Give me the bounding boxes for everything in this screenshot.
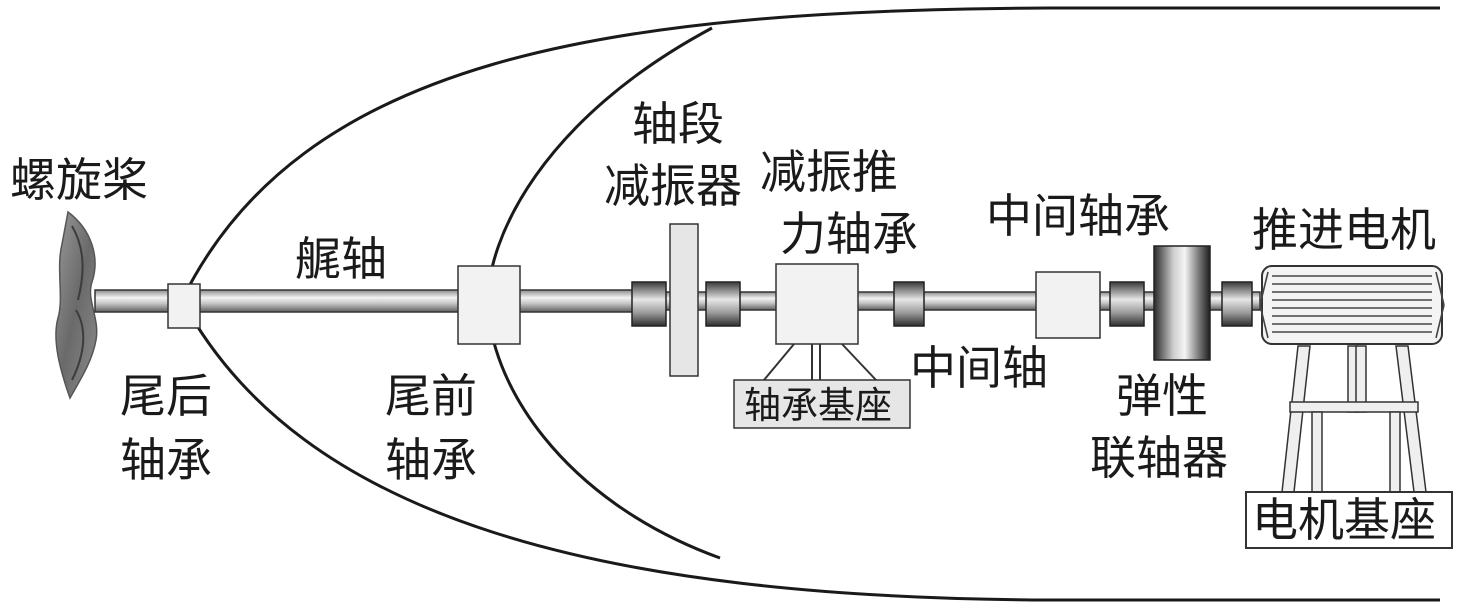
fwd-stern-bearing-label-line2: 轴承 xyxy=(385,433,477,487)
motor-base-box xyxy=(1245,491,1453,549)
motor-base-label: 电机基座 xyxy=(1252,493,1436,547)
outer-hull-line xyxy=(180,6,1440,301)
thrust-bearing xyxy=(733,263,911,429)
shaft-damper-plate xyxy=(669,223,699,377)
thrust-bearing-box xyxy=(775,263,859,345)
aft-stern-bearing-box xyxy=(167,283,201,329)
damping-thrust-bearing-label-line1: 减振推 xyxy=(760,145,898,199)
propeller-icon xyxy=(55,210,98,400)
shaft-damper-label-line1: 轴段 xyxy=(632,97,724,151)
propulsion-motor-icon xyxy=(1259,265,1445,345)
outer-hull-line-lower xyxy=(180,299,1440,602)
stern-shaft-label: 艉轴 xyxy=(295,232,387,286)
collar xyxy=(705,281,741,327)
aft-stern-bearing-label-line2: 轴承 xyxy=(120,433,212,487)
collar xyxy=(893,281,925,327)
elastic-coupling-label-line1: 弹性 xyxy=(1116,369,1208,423)
shaft-collars xyxy=(631,281,1253,327)
collar xyxy=(1221,281,1253,327)
collar xyxy=(631,281,667,327)
bearing-base-box xyxy=(733,379,911,429)
fwd-stern-bearing-label-line1: 尾前 xyxy=(385,369,477,423)
propeller-label: 螺旋桨 xyxy=(10,153,148,207)
aft-stern-bearing-label-line1: 尾后 xyxy=(120,369,212,423)
intermediate-bearing-label: 中间轴承 xyxy=(986,189,1170,243)
elastic-coupling-body xyxy=(1153,245,1211,361)
labels: 螺旋桨 艉轴 尾后 轴承 尾前 轴承 轴段 减振器 减振推 力轴承 轴承基座 中… xyxy=(10,97,1436,547)
fwd-stern-bearing-box xyxy=(457,265,521,345)
shaft-damper-label-line2: 减振器 xyxy=(604,159,742,213)
intermediate-bearing-box xyxy=(1035,271,1101,339)
propulsion-motor-label: 推进电机 xyxy=(1252,203,1436,257)
collar xyxy=(1109,281,1145,327)
elastic-coupling-label-line2: 联轴器 xyxy=(1090,431,1228,485)
intermediate-shaft-label: 中间轴 xyxy=(910,341,1048,395)
damping-thrust-bearing-label-line2: 力轴承 xyxy=(780,207,918,261)
motor-support-frame xyxy=(1281,345,1427,493)
bearing-base-label: 轴承基座 xyxy=(744,384,892,427)
